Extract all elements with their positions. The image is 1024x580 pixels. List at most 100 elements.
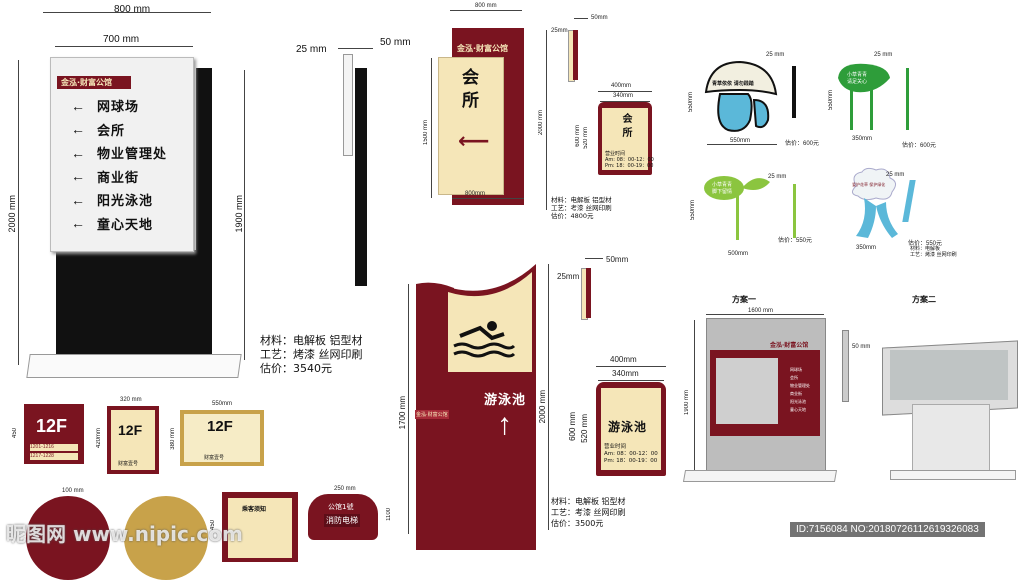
- elevator-line1: 公馆1號: [328, 503, 354, 511]
- directory-price: 估价：3540元: [260, 362, 332, 375]
- club-pm: Pm: 18：00-19：00: [605, 163, 654, 169]
- leaf-sign: [838, 63, 890, 130]
- club-price: 估价：4800元: [551, 212, 594, 220]
- dim-height-outer: 2000 mm: [7, 195, 17, 233]
- cloud-sign: [852, 167, 898, 238]
- directory-item: ←商业街: [71, 168, 140, 186]
- scheme1-label: 方案一: [732, 295, 756, 304]
- pool-am: Am: 08：00-12：00: [604, 451, 658, 457]
- club-material: 材料：电解板 铝型材: [551, 196, 612, 204]
- bottom-dim-100: 100 mm: [62, 488, 84, 494]
- pool-price: 估价：3500元: [551, 519, 604, 528]
- watermark: 昵图网 www.nipic.com: [6, 522, 243, 546]
- bottom-dim-250: 250 mm: [334, 486, 356, 492]
- club-hours-label: 营业时间: [605, 151, 626, 157]
- map-brand: 金泓·财富公馆: [770, 342, 809, 349]
- lawn-price-550b: 估价：550元: [908, 241, 943, 247]
- image-id: ID:7156084 NO:20180726112619326083: [790, 522, 985, 537]
- leaf-text: 小草青青请足关心: [847, 72, 868, 85]
- club-dim-side-label: 25mm: [551, 28, 568, 34]
- club-small-h1: 600 mm: [575, 125, 581, 147]
- club-small-w1: 400mm: [611, 83, 632, 89]
- dim-height-inner: 1900 mm: [234, 195, 244, 233]
- club-small-w2: 340mm: [613, 93, 634, 99]
- club-small-title: 会所: [620, 113, 631, 141]
- floor-number-3: 12F: [207, 418, 233, 435]
- dim-side-right: 50 mm: [380, 37, 411, 48]
- floor-dim-450: 450: [12, 428, 18, 439]
- club-small-h2: 520 mm: [583, 127, 589, 149]
- floor-number-2: 12F: [118, 422, 143, 438]
- pool-process: 工艺：考漆 丝网印刷: [551, 508, 626, 517]
- map-dim-height: 1900 mm: [684, 390, 690, 416]
- club-dim-panel: 1500 mm: [423, 120, 429, 146]
- lawn-price-600b: 估价：600元: [902, 143, 937, 149]
- lawn-dim-500: 500mm: [728, 251, 749, 257]
- lawn-dim-350: 350mm: [852, 136, 873, 142]
- up-arrow-icon: ↑: [497, 408, 512, 441]
- pool-material: 材料：电解板 铝型材: [551, 497, 626, 506]
- floor-dim-320: 320 mm: [120, 397, 142, 403]
- floor-dim-380: 380 mm: [170, 428, 176, 450]
- lawn-price-550a: 估价：550元: [778, 238, 813, 244]
- sprout-text: 小草青青脚下留情: [712, 182, 733, 195]
- lawn-dim-25c: 25 mm: [768, 174, 787, 180]
- lawn-dim-550b: 550mm: [730, 138, 751, 144]
- notice-title: 乘客须知: [242, 506, 267, 513]
- club-brand: 金泓·财富公馆: [457, 44, 509, 53]
- dim-width-inner: 700 mm: [103, 34, 140, 45]
- pool-pm: Pm: 18：00-19：00: [604, 458, 658, 464]
- pool-small-h2: 520 mm: [580, 414, 589, 443]
- club-dim-bottom: 800mm: [465, 191, 486, 197]
- sprout-sign: [704, 176, 770, 240]
- pool-hours-label: 营业时间: [604, 444, 627, 450]
- directory-item: ←物业管理处: [71, 144, 168, 163]
- directory-item: ←童心天地: [71, 215, 154, 233]
- lawn-dim-550: 550mm: [688, 92, 694, 113]
- directory-process: 工艺：烤漆 丝网印刷: [260, 348, 363, 361]
- left-arrow-icon: ⟵: [458, 128, 490, 153]
- lawn-dim-550c: 550mm: [828, 90, 834, 111]
- pool-small-h1: 600 mm: [568, 412, 577, 441]
- mushroom-text: 青草依依 请勿践踏: [712, 81, 754, 87]
- pool-dim-side: 1700 mm: [398, 396, 407, 430]
- lawn-material: 材料：电解板: [910, 246, 941, 252]
- bottom-dim-1100: 1100: [386, 508, 392, 521]
- map-dim-width: 1600 mm: [748, 308, 774, 314]
- map-list: 网球场会所 物业管理处商业街 阳光泳池童心天地: [790, 367, 810, 412]
- directory-item: ←会所: [71, 121, 126, 139]
- pool-title: 游泳池: [484, 393, 527, 408]
- pool-brand: 金泓·财富公馆: [415, 410, 449, 419]
- pool-small-w2: 340mm: [612, 369, 639, 378]
- lawn-price-600a: 估价：600元: [785, 141, 820, 147]
- club-dim-side-top: 50mm: [591, 15, 608, 21]
- directory-panel: 金泓·财富公馆 ←网球场 ←会所 ←物业管理处 ←商业街 ←阳光泳池 ←童心天地: [50, 57, 194, 252]
- directory-item: ←网球场: [71, 97, 140, 116]
- floor-footer-2: 财富壹号: [204, 455, 225, 461]
- lawn-dim-550d: 550mm: [690, 200, 696, 221]
- map-dim-side: 50 mm: [852, 344, 871, 350]
- scheme2-label: 方案二: [912, 295, 936, 304]
- floor-row: 1201-1216: [30, 444, 78, 451]
- club-title: 会所: [458, 68, 478, 114]
- lawn-dim-25d: 25 mm: [886, 172, 905, 178]
- club-process: 工艺：考漆 丝网印刷: [551, 204, 612, 212]
- floor-dim-550: 550mm: [212, 401, 233, 407]
- floor-row: 1217-1228: [30, 453, 78, 460]
- club-am: Am: 08：00-12：00: [605, 157, 654, 163]
- floor-number-1: 12F: [36, 416, 68, 436]
- lawn-process: 工艺：烤漆 丝网印刷: [910, 252, 957, 258]
- pool-small-title: 游泳池: [608, 420, 648, 434]
- lawn-dim-25b: 25 mm: [874, 52, 893, 58]
- dim-side-left: 25 mm: [296, 44, 327, 55]
- floor-footer: 财富壹号: [118, 461, 139, 467]
- club-dim-top: 800 mm: [475, 3, 497, 9]
- pool-dim-side-label: 25mm: [557, 272, 580, 281]
- elevator-line2: 消防电梯: [324, 514, 360, 527]
- swimmer-icon: [453, 321, 516, 358]
- lawn-dim-25: 25 mm: [766, 52, 785, 58]
- pool-dim-side-top: 50mm: [606, 255, 629, 264]
- cloud-text: 爱护花草 保护绿化: [852, 182, 886, 187]
- mushroom-sign: [704, 60, 778, 132]
- floor-dim-420: 420mm: [96, 428, 102, 449]
